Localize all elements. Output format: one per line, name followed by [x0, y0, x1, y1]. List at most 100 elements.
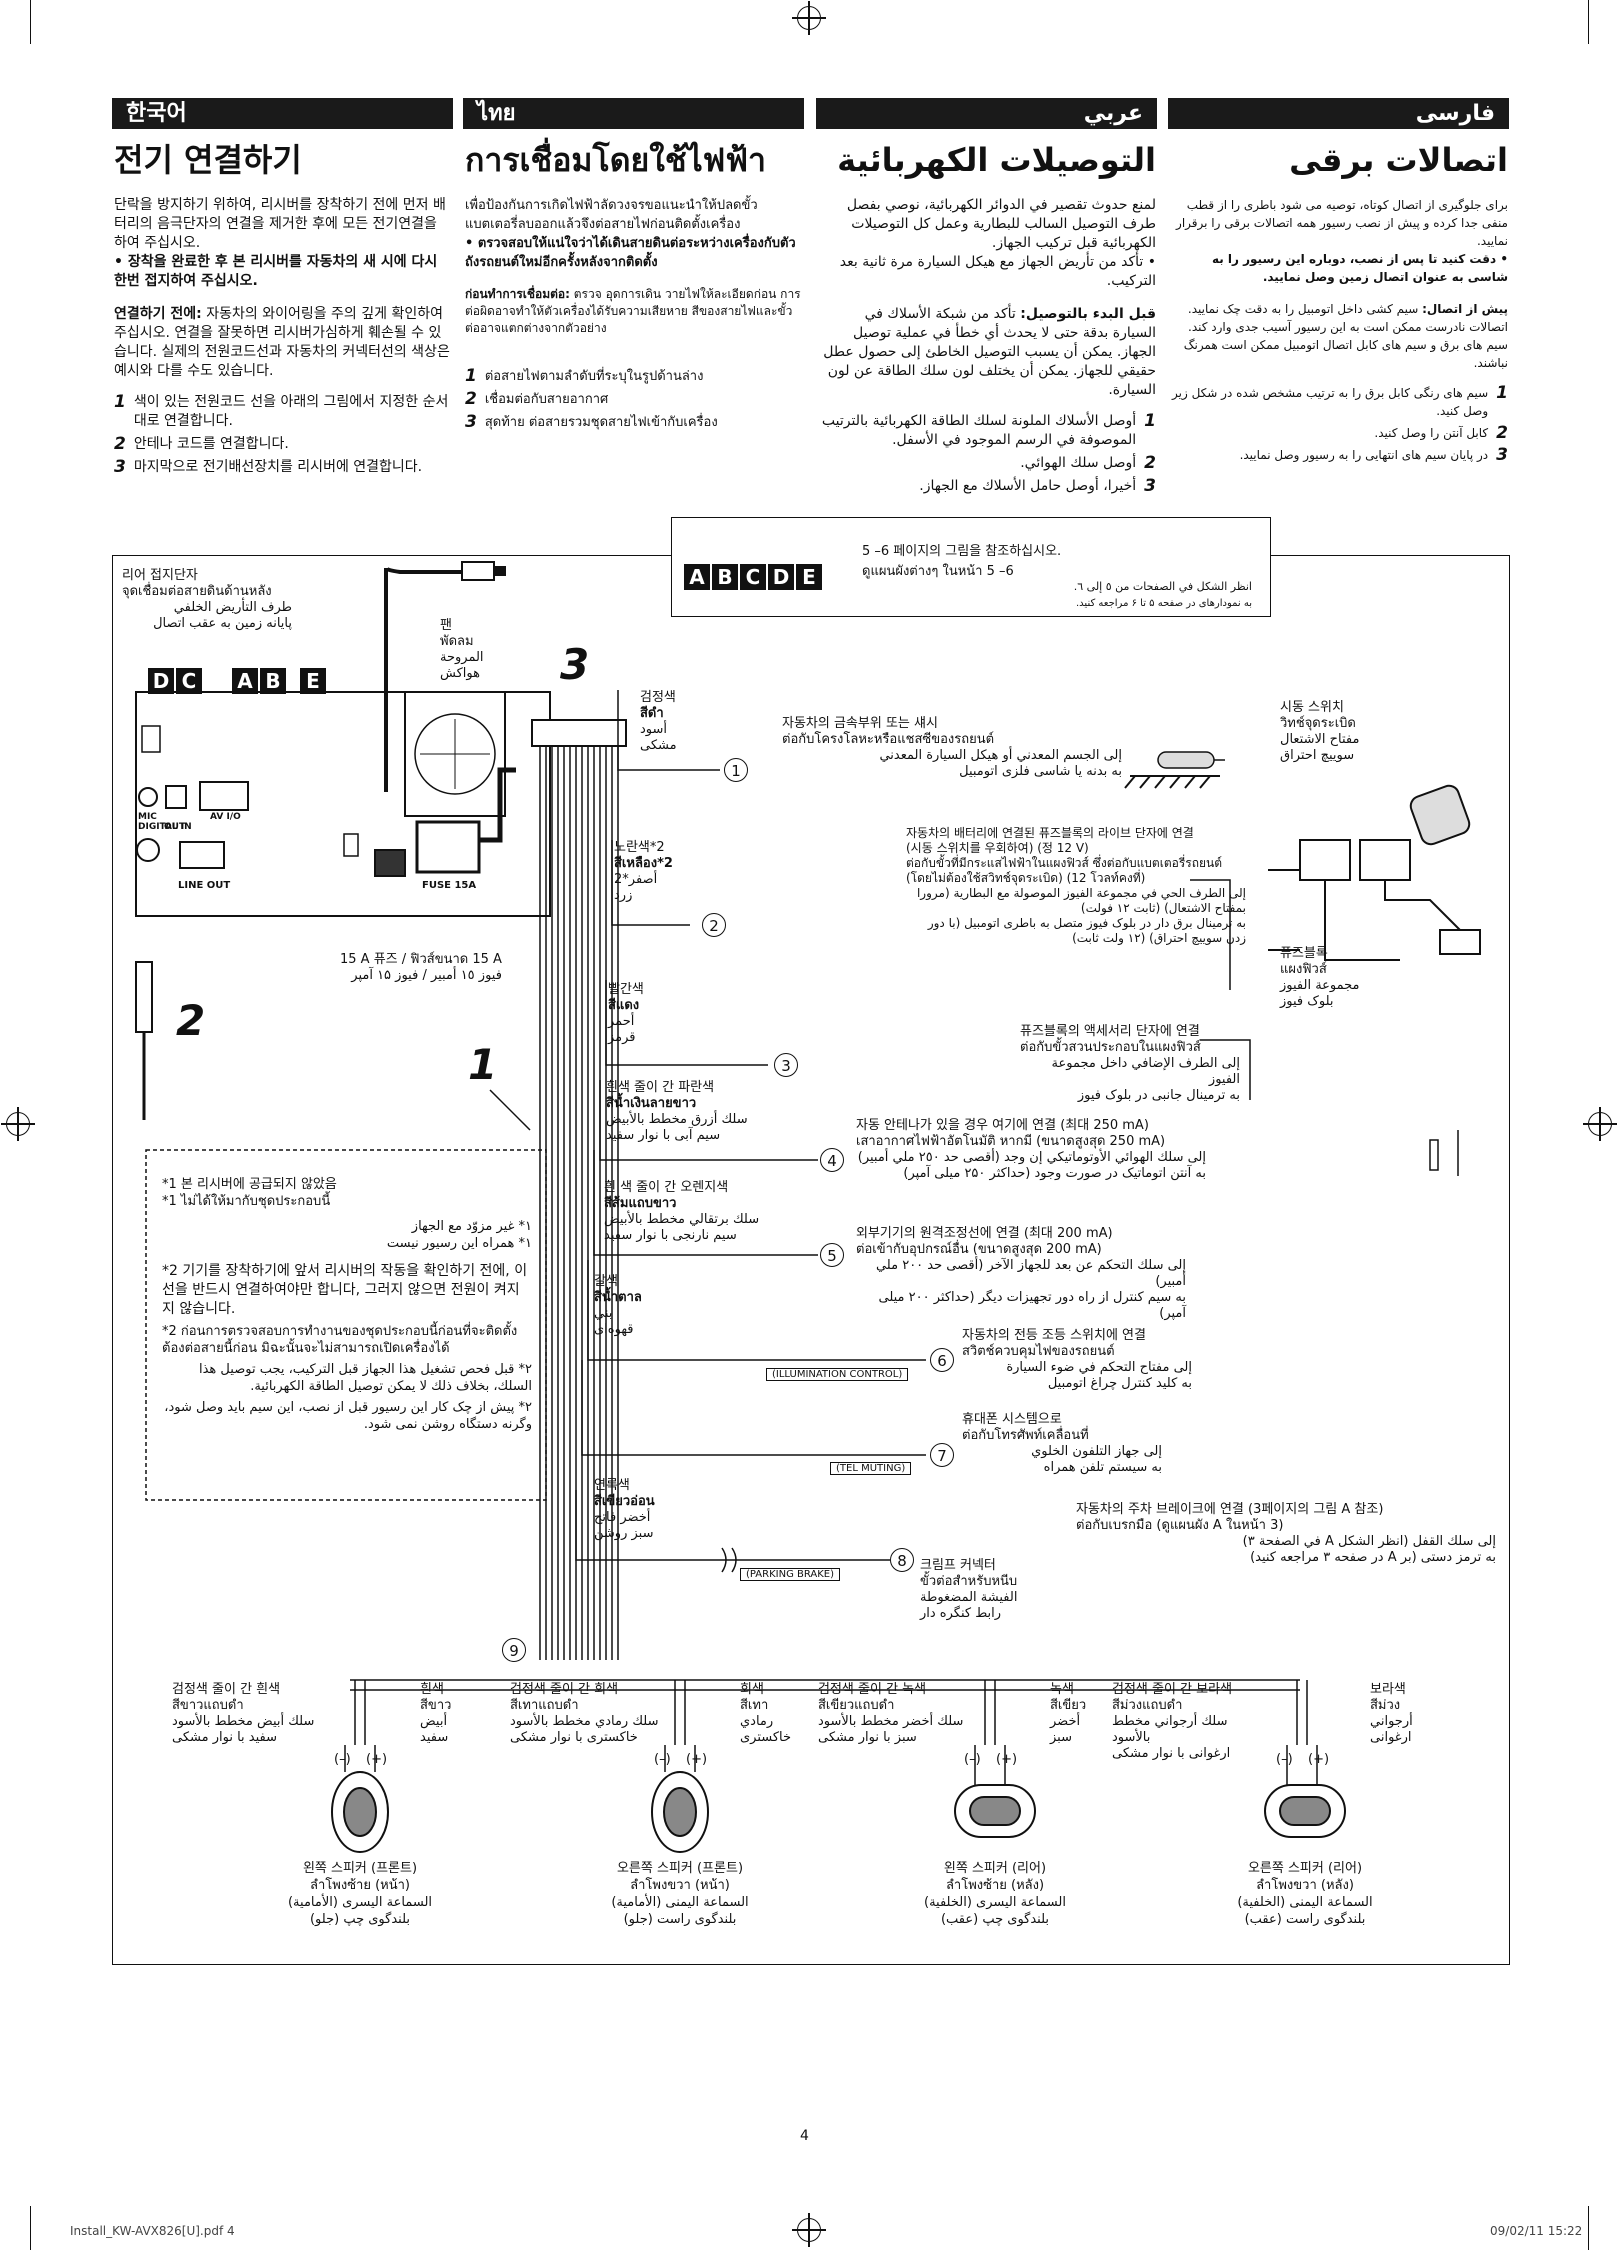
wire-number-1: 1 [724, 758, 748, 782]
line-out-port [179, 841, 225, 869]
port-e [343, 833, 359, 857]
speaker-rear-right [1264, 1784, 1346, 1838]
persian-title: اتصالات برقی [1289, 141, 1508, 179]
tel-muting-tag: (TEL MUTING) [830, 1462, 912, 1475]
registration-mark-right [1583, 1107, 1617, 1141]
persian-column: اتصالات برقی برای جلوگیری از اتصال کوتاه… [1172, 140, 1508, 468]
reference-ar: انظر الشكل في الصفحات من ٥ إلى ٦. [1073, 580, 1252, 593]
footer-timestamp: 09/02/11 15:22 [1490, 2224, 1583, 2238]
footnote-fa-1: ١* همراه این رسیور نیست [386, 1236, 532, 1251]
speaker-fr-name: 오른쪽 스피커 (프론트)ลำโพงขวา (หน้า)السماعة اليم… [611, 1861, 749, 1927]
ground-symbol [1124, 775, 1220, 789]
persian-intro: برای جلوگیری از اتصال کوتاه، توصیه می شو… [1176, 198, 1508, 248]
registration-mark-top [792, 1, 826, 35]
callout-number-2: 2 [176, 996, 206, 1045]
polarity-plus: (+) [686, 1752, 708, 1767]
footnote-fa-2: ٢* پیش از چک کار این رسیور قبل از نصب، ا… [164, 1400, 532, 1432]
tab-thai: ไทย [463, 98, 804, 129]
persian-before: پیش از اتصال: سیم کشی داخل اتومبیل را به… [1183, 302, 1508, 370]
speaker-rear-left [954, 1784, 1036, 1838]
polarity-minus: (–) [1276, 1752, 1293, 1767]
speaker-front-right [651, 1771, 709, 1853]
tab-arabic: عربي [816, 98, 1157, 129]
fan-housing [404, 691, 506, 817]
thai-before: ก่อนทำการเชื่อมต่อ: ตรวจ อุดการเดิน วายไ… [465, 287, 801, 335]
fuse-block-wiring [1268, 869, 1461, 961]
ignition-switch-icon [1409, 784, 1471, 846]
mic-jack [138, 787, 158, 807]
wire-number-4: 4 [820, 1148, 844, 1172]
speaker-leads [344, 1745, 1318, 1785]
wire-desc-4: 자동 안테나가 있을 경우 여기에 연결 (최대 250 mA)เสาอากาศ… [856, 1118, 1206, 1181]
illumination-control-tag: (ILLUMINATION CONTROL) [766, 1368, 909, 1381]
receiver-back-panel [135, 691, 551, 917]
korean-title: 전기 연결하기 [114, 141, 302, 179]
thai-bullet: • ตรวจสอบให้แน่ใจว่าได้เดินสายดินต่อระหว… [465, 236, 796, 270]
crop-mark [30, 0, 31, 44]
polarity-plus: (+) [366, 1752, 388, 1767]
footnote-th-1: *1 ไม่ได้ให้มากับชุดประกอบนี้ [162, 1194, 331, 1209]
footnote-ko-2: *2 기기를 장착하기에 앞서 리시버의 작동을 확인하기 전에, 이 선을 반… [162, 1263, 528, 1317]
harness-leader-line [489, 1089, 531, 1131]
footnote-ar-2: ٢* قبل فحص تشغيل هذا الجهاز قبل التركيب،… [199, 1362, 532, 1394]
ground-lug [1157, 751, 1215, 769]
callout-number-1: 1 [468, 1040, 498, 1089]
auto-antenna-icon [1429, 1139, 1439, 1171]
polarity-minus: (–) [334, 1752, 351, 1767]
wire-number-2: 2 [702, 913, 726, 937]
wire-number-7: 7 [930, 1443, 954, 1467]
wire-number-3: 3 [774, 1053, 798, 1077]
wire-number-6: 6 [930, 1348, 954, 1372]
korean-intro: 단락을 방지하기 위하여, 리시버를 장착하기 전에 먼저 배터리의 음극단자의… [114, 197, 446, 251]
page-number: 4 [800, 2128, 809, 2144]
registration-mark-bottom [792, 2213, 826, 2247]
fan-blade-guard [414, 713, 496, 795]
line-out-label: LINE OUT [178, 880, 231, 891]
reference-ko: 5 –6 페이지의 그림을 참조하십시오. [862, 544, 1062, 559]
mic-label: MIC DIGITAL IN [138, 812, 192, 832]
wire-desc-8: 자동차의 주차 브레이크에 연결 (3페이지의 그림 A 참조)ต่อกับเบ… [1076, 1502, 1496, 1565]
parking-brake-break [721, 1547, 737, 1573]
wire-desc-2: 자동차의 배터리에 연결된 퓨즈블록의 라이브 단자에 연결(시동 스위치를 우… [906, 826, 1246, 945]
fuse-socket [374, 849, 406, 877]
speaker-drops [354, 1680, 1308, 1745]
polarity-minus: (–) [964, 1752, 981, 1767]
reference-fa: به نمودارهای در صفحه ۵ تا ۶ مراجعه کنید. [1076, 598, 1252, 609]
footnote-box [145, 1149, 547, 1501]
registration-mark-left [1, 1107, 35, 1141]
korean-bullet: • 장착을 완료한 후 본 리시버를 자동차의 새 시에 다시 한번 접지하여 … [114, 254, 438, 289]
fuse-label: FUSE 15A [422, 880, 477, 891]
speaker-rr-name: 오른쪽 스피커 (리어)ลำโพงขวา (หลัง)السماعة اليمن… [1237, 1861, 1373, 1927]
digital-out-port [165, 785, 187, 809]
arabic-title: التوصيلات الكهربائية [837, 141, 1156, 179]
rear-ground-terminal [141, 725, 161, 753]
